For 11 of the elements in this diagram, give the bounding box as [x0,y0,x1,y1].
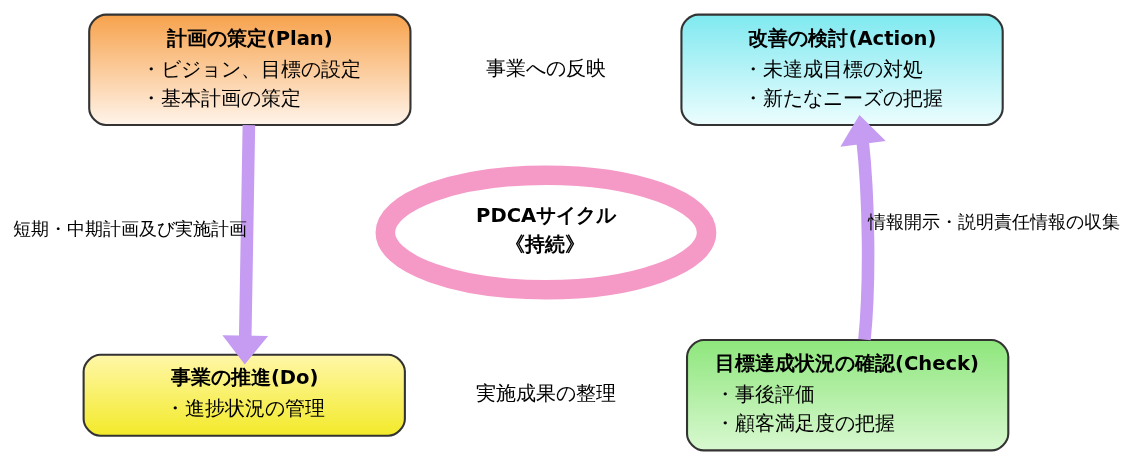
label: 実施成果の整理 [475,381,616,405]
node-box: 改善の検討(Action) ・未達成目標の対処 ・新たなニーズの把握 [680,13,1004,126]
arrow [222,124,269,365]
node-box: 目標達成状況の確認(Check) ・事後評価 ・顧客満足度の把握 [686,338,1010,451]
label: 事業への反映 [485,56,606,80]
edge-label: 情報開示・説明責任情報の収集 [867,210,1120,232]
node-box: 計画の策定(Plan) ・ビジョン、目標の設定 ・基本計画の策定 [88,13,412,126]
node-ellipse: PDCAサイクル 《持続》 [375,164,717,300]
arrow [840,114,886,340]
edge-label: 短期・中期計画及び実施計画 [13,217,248,239]
node-box: 事業の推進(Do) ・進捗状況の管理 [82,353,406,437]
